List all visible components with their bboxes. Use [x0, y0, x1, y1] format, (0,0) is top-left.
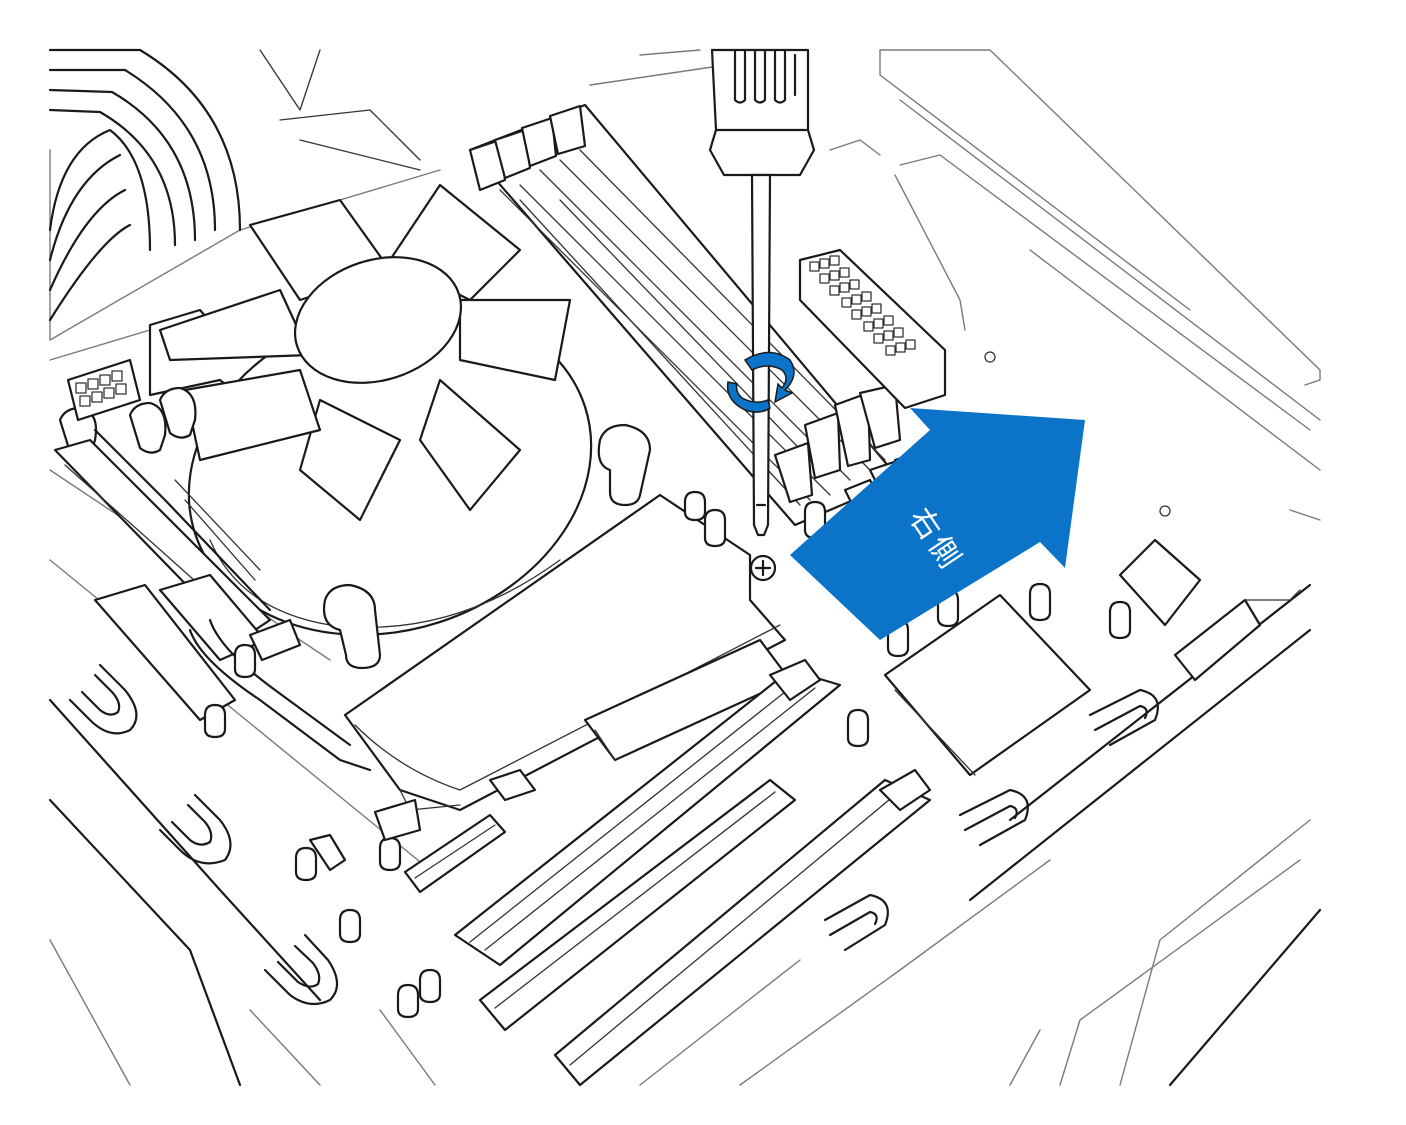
dimm-slots: [468, 103, 902, 527]
rotate-clockwise-icon: [726, 351, 795, 413]
arrow-right-icon: [790, 408, 1085, 640]
chassis-hooks: [68, 663, 1159, 1006]
direction-arrow: [790, 408, 1085, 640]
cpu-cooler: [58, 183, 652, 670]
m2-screw: [749, 554, 777, 582]
m2-heatsink: [343, 493, 792, 812]
atx-pins: [809, 255, 916, 356]
atx-power-connector: [798, 248, 1171, 517]
cpu-power-connector: [66, 358, 142, 422]
vrm-heatsink: [53, 428, 372, 772]
power-supply-fan-grill: [48, 48, 421, 322]
pcie-slots: [403, 658, 932, 1087]
